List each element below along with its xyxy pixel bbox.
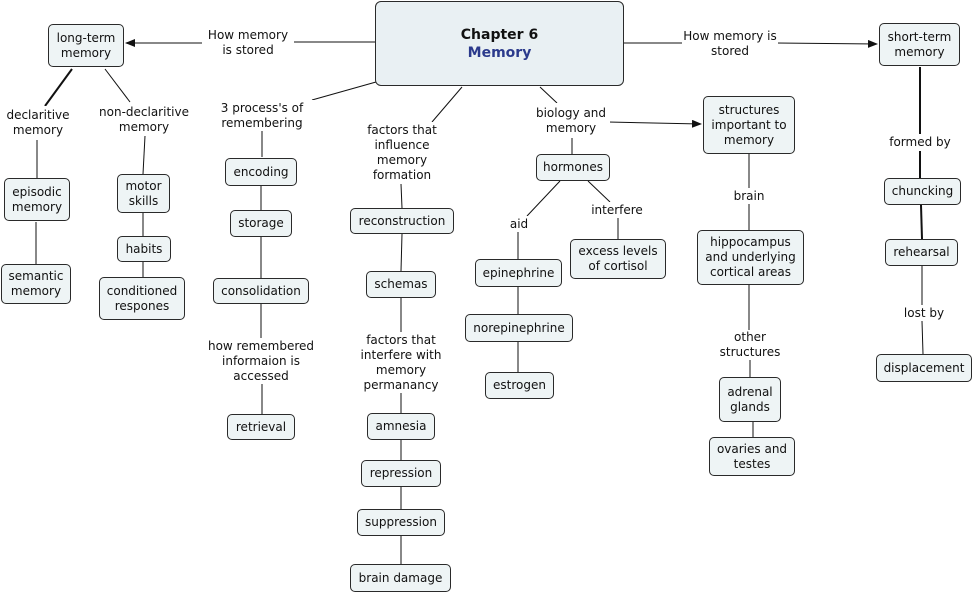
encoding-node[interactable]: encoding [225,158,297,186]
chapter-title: Chapter 6 [460,26,539,43]
amnesia-node[interactable]: amnesia [367,413,435,440]
hormones-node[interactable]: hormones [536,154,610,181]
structures-important-node[interactable]: structures important to memory [703,96,795,154]
adrenal-glands-node[interactable]: adrenal glands [719,377,781,422]
suppression-node[interactable]: suppression [357,509,445,536]
link-label-how-stored-left: How memory is stored [202,28,294,58]
retrieval-node[interactable]: retrieval [227,414,295,440]
link-label-non-declaritive: non-declaritive memory [96,103,192,136]
excess-cortisol-node[interactable]: excess levels of cortisol [570,239,666,279]
norepinephrine-node[interactable]: norepinephrine [465,314,573,342]
link-label-interfere: interfere [588,202,646,218]
episodic-memory-node[interactable]: episodic memory [4,178,70,221]
link-label-factors-interfere: factors that interfere with memory perma… [355,332,447,393]
epinephrine-node[interactable]: epinephrine [475,259,562,287]
link-label-brain: brain [731,188,767,204]
estrogen-node[interactable]: estrogen [485,372,554,399]
link-label-three-process: 3 process's of remembering [207,100,317,131]
link-label-aid: aid [507,216,531,232]
link-label-how-stored-right: How memory is stored [682,29,778,59]
schemas-node[interactable]: schemas [366,271,436,298]
rehearsal-node[interactable]: rehearsal [885,239,958,266]
semantic-memory-node[interactable]: semantic memory [1,264,71,304]
conditioned-respones-node[interactable]: conditioned respones [99,277,185,320]
link-label-factors-influence: factors that influence memory formation [360,122,444,184]
ovaries-testes-node[interactable]: ovaries and testes [709,437,795,476]
habits-node[interactable]: habits [117,236,171,262]
link-label-how-remembered: how remembered informaion is accessed [205,338,317,384]
hippocampus-node[interactable]: hippocampus and underlying cortical area… [697,230,804,285]
chapter-title-node[interactable]: Chapter 6 Memory [375,1,624,86]
consolidation-node[interactable]: consolidation [213,278,309,304]
link-label-declaritive: declaritive memory [2,106,74,140]
repression-node[interactable]: repression [361,460,441,487]
brain-damage-node[interactable]: brain damage [350,564,451,592]
chuncking-node[interactable]: chuncking [884,178,961,205]
link-label-lost-by: lost by [901,305,947,321]
displacement-node[interactable]: displacement [876,354,972,382]
chapter-subtitle: Memory [467,44,532,61]
link-label-formed-by: formed by [887,134,953,151]
link-label-other-structures: other structures [716,330,784,360]
storage-node[interactable]: storage [230,210,292,237]
motor-skills-node[interactable]: motor skills [117,174,170,213]
reconstruction-node[interactable]: reconstruction [350,208,454,234]
long-term-memory-node[interactable]: long-term memory [48,24,124,67]
link-label-biology: biology and memory [532,103,610,138]
short-term-memory-node[interactable]: short-term memory [879,23,960,66]
